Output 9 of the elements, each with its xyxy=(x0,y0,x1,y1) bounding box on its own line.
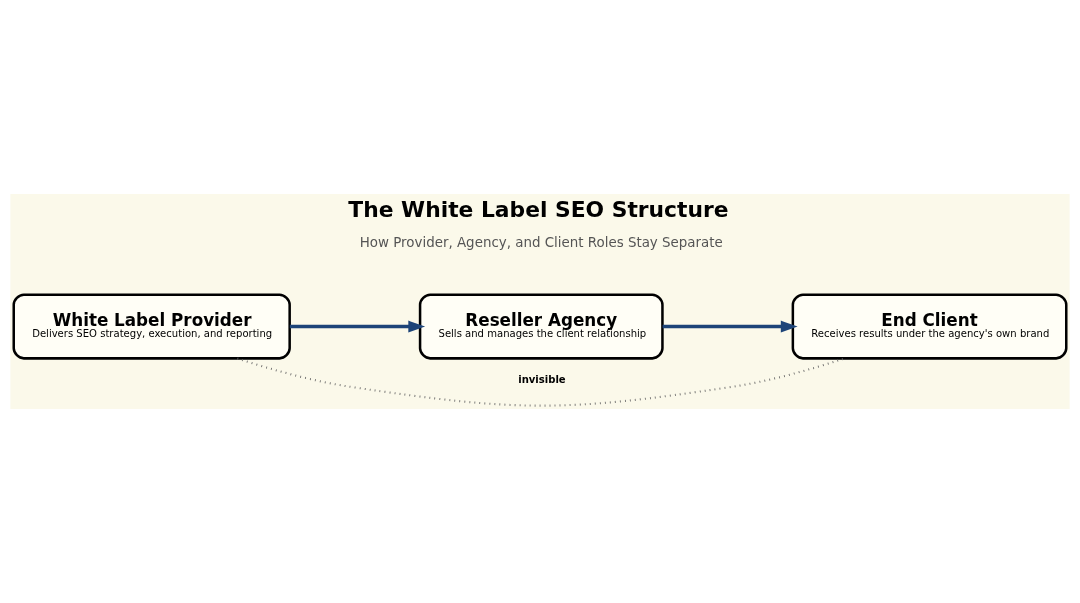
node-box: White Label Provider Delivers SEO strategy, execution, and reporting xyxy=(12,293,291,360)
diagram-title: The White Label SEO Structure xyxy=(348,197,729,223)
arrow xyxy=(662,320,798,333)
edge-label: invisible xyxy=(518,374,566,386)
node-box: Reseller Agency Sells and manages the client relationship xyxy=(418,293,664,360)
arrow xyxy=(289,320,426,333)
node-box: End Client Receives results under the agency's own brand xyxy=(791,293,1068,360)
connector xyxy=(237,357,845,407)
label: How Provider, Agency, and Client Roles Stay Separate xyxy=(359,234,723,250)
